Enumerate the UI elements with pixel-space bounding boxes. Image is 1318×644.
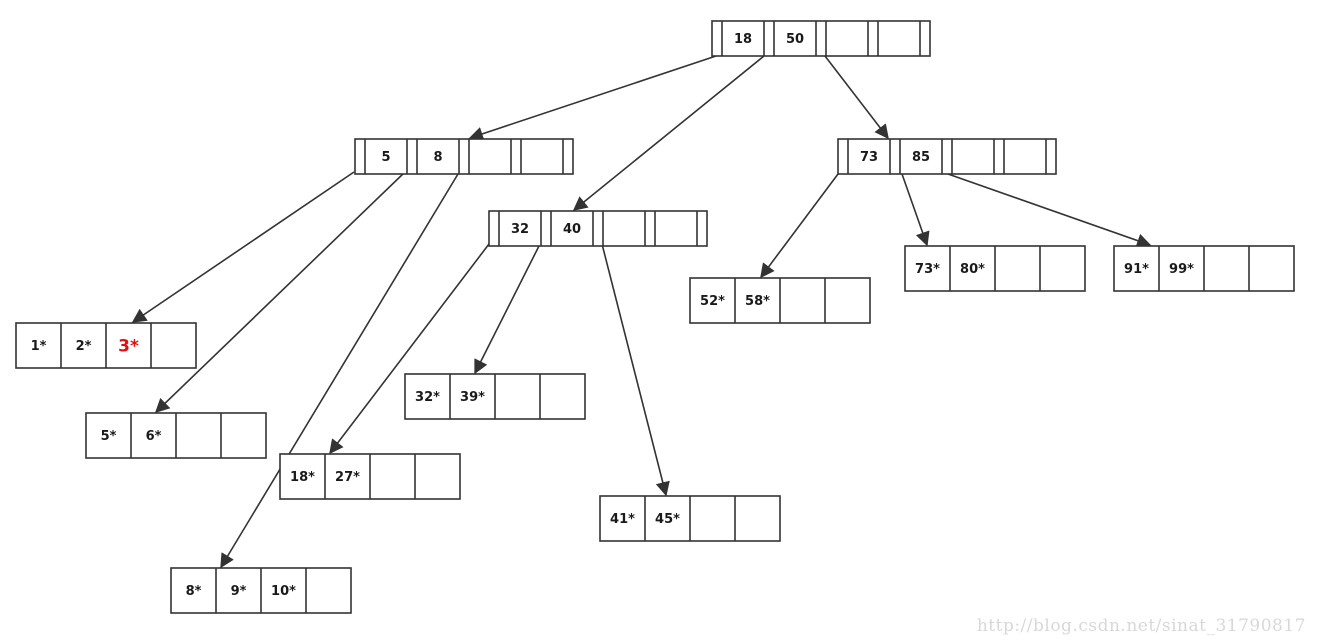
- key-label: 18: [734, 32, 752, 47]
- edges: [131, 55, 1152, 569]
- leaf-node-leaf-1-2-3: 1* 2* 3*: [15, 322, 197, 369]
- edge-root-to-n-73-85: [824, 55, 889, 140]
- leaf-node-leaf-41-45: 41* 45*: [599, 495, 781, 542]
- node-border: [711, 20, 931, 57]
- node-border: [488, 210, 708, 247]
- leaf-node-leaf-91-99: 91* 99*: [1113, 245, 1295, 292]
- edge-n-5-8-to-leaf-5-6: [154, 171, 406, 413]
- key-label: 5: [381, 150, 390, 165]
- internal-node-n-73-85: 73 85: [837, 138, 1057, 175]
- key-label: 18*: [290, 470, 315, 485]
- node-border: [354, 138, 574, 175]
- key-label: 2*: [76, 339, 92, 354]
- leaf-node-leaf-8-9-10: 8* 9* 10*: [170, 567, 352, 614]
- edge-n-73-85-to-leaf-91-99: [947, 173, 1152, 248]
- key-label: 80*: [960, 262, 985, 277]
- key-label: 9*: [231, 584, 247, 599]
- edge-root-to-n-5-8: [468, 55, 717, 141]
- leaf-node-leaf-73-80: 73* 80*: [904, 245, 1086, 292]
- key-label: 8: [433, 150, 442, 165]
- key-label: 73: [860, 150, 878, 165]
- key-label: 45*: [655, 512, 680, 527]
- key-label: 50: [786, 32, 804, 47]
- edge-n-5-8-to-leaf-8-9-10: [220, 173, 459, 569]
- edge-n-32-40-to-leaf-32-39: [474, 243, 541, 375]
- edge-n-32-40-to-leaf-18-27: [329, 243, 490, 455]
- leaf-node-leaf-52-58: 52* 58*: [689, 277, 871, 324]
- leaf-node-leaf-18-27: 18* 27*: [279, 453, 461, 500]
- key-label: 5*: [101, 429, 117, 444]
- key-label: 8*: [186, 584, 202, 599]
- key-label: 73*: [915, 262, 940, 277]
- node-border: [837, 138, 1057, 175]
- key-label: 6*: [146, 429, 162, 444]
- edge-n-32-40-to-leaf-41-45: [601, 243, 670, 497]
- internal-node-n-32-40: 32 40: [488, 210, 708, 247]
- key-label: 52*: [700, 294, 725, 309]
- key-label: 41*: [610, 512, 635, 527]
- leaf-node-leaf-32-39: 32* 39*: [404, 373, 586, 420]
- key-label: 99*: [1169, 262, 1194, 277]
- leaf-node-leaf-5-6: 5* 6*: [85, 412, 267, 459]
- key-label: 39*: [460, 390, 485, 405]
- key-label: 27*: [335, 470, 360, 485]
- watermark-text: http://blog.csdn.net/sinat_31790817: [976, 616, 1306, 636]
- edge-n-73-85-to-leaf-52-58: [760, 173, 839, 279]
- edge-n-73-85-to-leaf-73-80: [901, 173, 930, 247]
- edge-root-to-n-32-40: [572, 55, 765, 211]
- key-label: 10*: [271, 584, 296, 599]
- edge-n-5-8-to-leaf-1-2-3: [131, 171, 355, 323]
- key-label: 91*: [1124, 262, 1149, 277]
- key-label: 85: [912, 150, 930, 165]
- key-label: 1*: [31, 339, 47, 354]
- key-label: 58*: [745, 294, 770, 309]
- key-label: 40: [563, 222, 581, 237]
- key-label: 32*: [415, 390, 440, 405]
- key-label: 32: [511, 222, 529, 237]
- highlighted-key-label: 3*: [118, 337, 139, 357]
